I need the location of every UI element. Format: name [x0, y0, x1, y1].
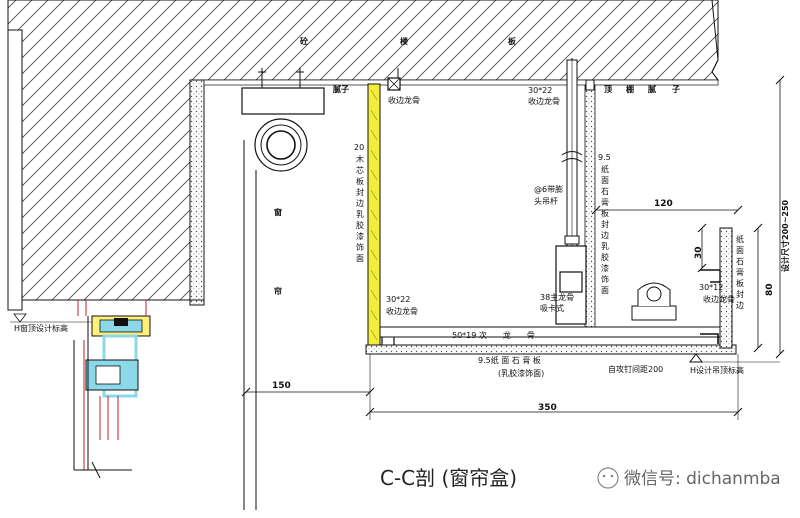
left-wall-plaster — [7, 29, 23, 311]
gypsum-bottom-label-2: (乳胶漆饰面) — [498, 368, 544, 378]
dim-80: 80 — [765, 283, 775, 296]
putty-top-right-2: 腻 — [648, 84, 656, 94]
dim-120: 120 — [654, 199, 673, 209]
putty-left-label: 腻子 — [333, 84, 349, 94]
svg-text:膏: 膏 — [601, 197, 609, 207]
edge-keel-box-4 — [700, 269, 721, 283]
hanger-nut — [564, 235, 580, 245]
svg-text:封: 封 — [601, 219, 609, 229]
main-keel — [559, 271, 583, 293]
hanger-label-1: @6带膨 — [534, 184, 563, 194]
svg-text:膏: 膏 — [736, 267, 744, 277]
svg-text:胶: 胶 — [356, 220, 364, 230]
h-ceiling-label: H设计吊顶标高 — [690, 365, 744, 375]
dim-80-ticks — [753, 223, 763, 353]
svg-text:面: 面 — [601, 176, 609, 185]
edge-keel-box-1-cross — [387, 77, 401, 91]
main-keel-label-2: 吸卡式 — [540, 303, 564, 313]
curtain-label-1: 窗 — [274, 207, 282, 217]
svg-text:板: 板 — [356, 176, 364, 186]
svg-text:边: 边 — [356, 198, 364, 208]
svg-text:乳: 乳 — [601, 241, 609, 251]
secondary-keel — [379, 326, 721, 338]
svg-text:纸: 纸 — [601, 164, 609, 174]
wechat-logo — [597, 467, 619, 489]
wood-core-board — [367, 83, 381, 353]
edge-keel-4-name: 收边龙骨 — [703, 294, 735, 304]
putty-top-right-3: 子 — [672, 85, 680, 94]
svg-text:饰: 饰 — [356, 242, 364, 252]
svg-text:边: 边 — [601, 230, 609, 240]
edge-keel-3-name: 收边龙骨 — [528, 96, 560, 106]
gypsum-vertical-label: 9.5 纸 面 石 膏 板 封 边 乳 胶 漆 饰 面 — [598, 153, 611, 295]
secondary-keel-label: 50*19 次 龙 骨 — [452, 330, 535, 340]
gypsum-right-label: 纸 面 石 膏 板 封 边 — [736, 234, 744, 310]
main-keel-label-1: 38主龙骨 — [540, 292, 574, 302]
section-title: C-C剖 (窗帘盒) — [380, 466, 517, 490]
edge-keel-3-size: 30*22 — [528, 86, 552, 95]
svg-text:石: 石 — [736, 257, 744, 266]
svg-text:边: 边 — [736, 300, 744, 310]
curtain-label-2: 帘 — [274, 286, 282, 296]
watermark: 微信号: dichanmba — [624, 469, 781, 489]
svg-text:板: 板 — [736, 278, 744, 288]
edge-keel-box-5 — [700, 333, 719, 344]
beam-plaster — [189, 79, 205, 306]
dim-30: 30 — [694, 246, 704, 259]
dim-30-ticks — [697, 223, 707, 273]
dim-350: 350 — [538, 403, 557, 413]
hanger-break-symbol — [561, 151, 583, 163]
dim-120-ticks — [591, 205, 743, 215]
slab-label-2: 楼 — [400, 36, 408, 46]
svg-text:纸: 纸 — [736, 234, 744, 244]
svg-text:面: 面 — [601, 286, 609, 295]
gypsum-bottom-label: 9.5纸 面 石 膏 板 — [478, 355, 541, 365]
edge-keel-1-name: 收边龙骨 — [388, 95, 420, 105]
curtain-track — [241, 87, 325, 115]
wood-board-grain — [370, 89, 378, 341]
fixture-lamp — [646, 286, 662, 302]
svg-text:面: 面 — [356, 254, 364, 263]
bottom-gypsum-board — [365, 344, 737, 355]
putty-top-left: 顶 — [604, 85, 612, 94]
ceiling-putty-strip — [203, 79, 719, 86]
svg-text:漆: 漆 — [356, 231, 364, 241]
design-size-label: 设计尺寸200~250 — [780, 199, 790, 272]
hanger-label-2: 头吊杆 — [534, 196, 558, 206]
svg-text:封: 封 — [356, 187, 364, 197]
svg-text:9.5: 9.5 — [598, 153, 611, 162]
window-frame — [73, 300, 151, 479]
svg-text:胶: 胶 — [601, 252, 609, 262]
wood-board-label: 木 芯 板 封 边 乳 胶 漆 饰 面 — [356, 154, 364, 263]
svg-text:木: 木 — [356, 154, 364, 164]
window-level-marker — [13, 313, 27, 323]
design-size-ticks — [775, 75, 785, 359]
svg-text:板: 板 — [601, 208, 609, 218]
slab-break-line — [711, 0, 719, 81]
fixture-base — [631, 305, 677, 321]
h-window-label: H窗顶设计标高 — [14, 323, 68, 333]
curtain-roll-inner — [266, 130, 296, 160]
svg-text:漆: 漆 — [601, 263, 609, 273]
putty-top-right-1: 棚 — [626, 84, 634, 94]
dim-150: 150 — [272, 381, 291, 391]
svg-text:芯: 芯 — [356, 165, 364, 175]
slab-label-1: 砼 — [300, 36, 309, 46]
ceiling-elevation-marker — [689, 353, 703, 363]
svg-text:乳: 乳 — [356, 209, 364, 219]
svg-text:封: 封 — [736, 289, 744, 299]
right-gypsum-edge — [719, 227, 733, 349]
edge-keel-box-3 — [585, 79, 595, 91]
svg-text:面: 面 — [736, 246, 744, 255]
svg-text:石: 石 — [601, 187, 609, 196]
edge-keel-2-name: 收边龙骨 — [386, 306, 418, 316]
svg-text:饰: 饰 — [601, 274, 609, 284]
wood-board-label-top: 20 — [354, 143, 364, 152]
slab-label-3: 板 — [508, 36, 517, 46]
edge-keel-4-size: 30*12 — [699, 283, 723, 292]
screws-label: 自攻钉间距200 — [608, 364, 663, 374]
edge-keel-2-size: 30*22 — [386, 295, 410, 304]
